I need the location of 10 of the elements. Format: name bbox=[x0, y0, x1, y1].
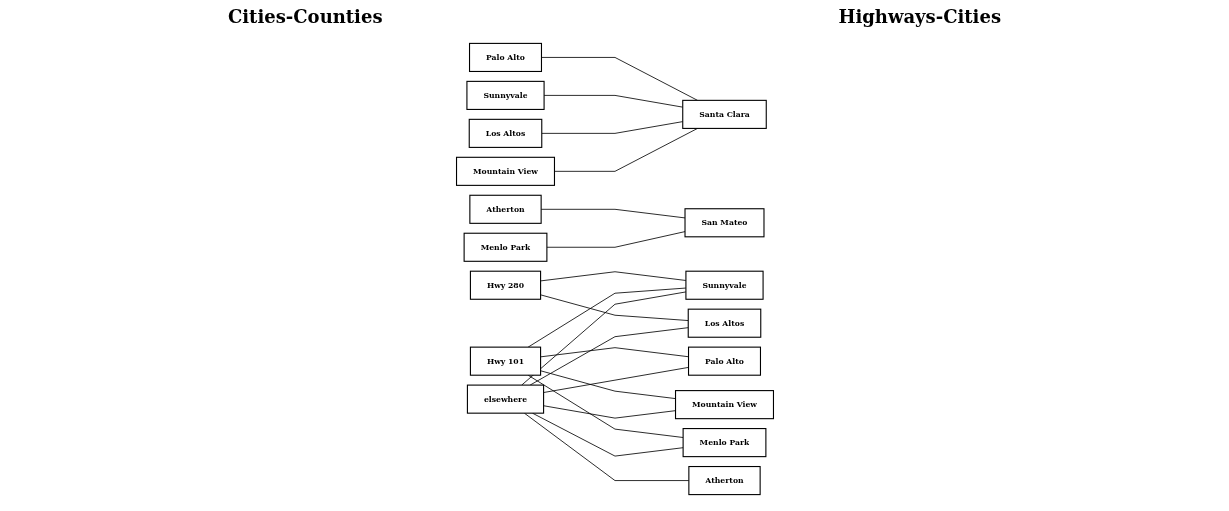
connector bbox=[553, 128, 698, 172]
connector bbox=[543, 95, 683, 108]
connector bbox=[527, 287, 686, 348]
connector bbox=[540, 57, 698, 101]
connector bbox=[529, 327, 689, 386]
diagram-heading: Cities-Counties bbox=[227, 6, 383, 27]
connector bbox=[540, 208, 685, 219]
connector bbox=[520, 291, 686, 386]
diagram-heading: Highways-Cities bbox=[838, 6, 1002, 27]
connector bbox=[523, 412, 689, 481]
